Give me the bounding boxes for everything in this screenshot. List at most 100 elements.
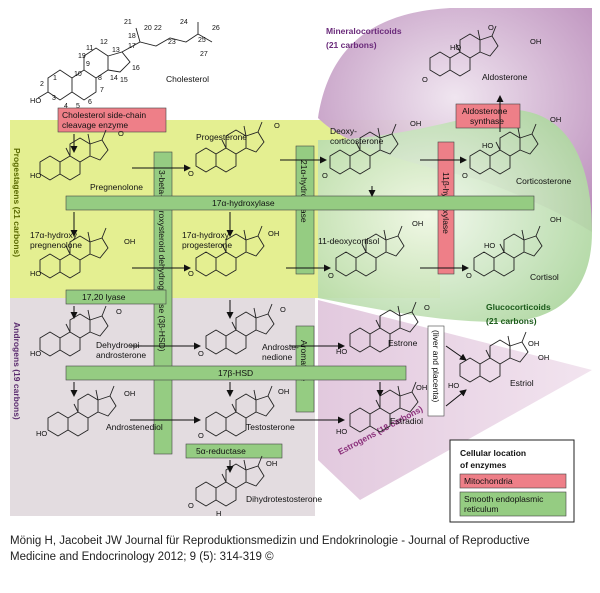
carbon-number: 15	[120, 77, 128, 84]
hsd17b-label: 17β-HSD	[218, 368, 253, 378]
testosterone-label: Testosterone	[246, 422, 295, 432]
estrone-label: Estrone	[388, 338, 418, 348]
corticosterone-label: Corticosterone	[516, 176, 572, 186]
reductase5a-label: 5α-reductase	[196, 446, 246, 456]
androgens-label: Androgens (19 carbons)	[12, 322, 22, 420]
hydroxypregnenolone-hydroxyl-17: OH	[124, 237, 135, 246]
citation-line-1: Mönig H, Jacobeit JW Journal für Reprodu…	[10, 535, 530, 547]
deoxycorticosterone-label-2: corticosterone	[330, 136, 384, 146]
carbon-number: 17	[128, 43, 136, 50]
carbon-number: 23	[168, 39, 176, 46]
progesterone-oxygen-3: O	[188, 169, 194, 178]
aldosterone-synthase-box	[455, 103, 521, 129]
legend-title-1: Cellular location	[460, 448, 526, 458]
dht-hydrogen: H	[216, 509, 221, 518]
hydroxyprogesterone-label-1: 17α-hydroxy	[182, 230, 230, 240]
hydroxylase17-box	[65, 195, 535, 211]
carbon-number: 1	[53, 75, 57, 82]
deoxycortisol-hydroxyl: OH	[412, 219, 423, 228]
carbon-number: 22	[154, 25, 162, 32]
carbon-number: 6	[88, 99, 92, 106]
liver-placenta-box	[427, 325, 445, 417]
cholesterol-label: Cholesterol	[166, 74, 209, 84]
legend: Cellular location of enzymes Mitochondri…	[449, 439, 575, 523]
hydroxyprogesterone-oxygen: O	[188, 269, 194, 278]
scc-enzyme-label-1: Cholesterol side-chain	[62, 110, 146, 120]
androstenedione-label-1: Androste-	[262, 342, 299, 352]
dht-label: Dihydrotestosterone	[246, 494, 322, 504]
scc-enzyme-box	[57, 107, 167, 133]
pregnenolone-oxygen: O	[118, 129, 124, 138]
glucocorticoids-label: Glucocorticoids	[486, 302, 551, 312]
hsd17b-box	[65, 365, 407, 381]
cholesterol-structure: HO	[30, 22, 213, 105]
legend-ser-swatch	[459, 491, 567, 517]
progesterone-oxygen-20: O	[274, 121, 280, 130]
aldosterone-synthase-label-2: synthase	[470, 116, 504, 126]
cortisol-hydroxyl-21: OH	[550, 215, 561, 224]
carbon-number: 3	[52, 95, 56, 102]
carbon-number: 11	[86, 45, 93, 52]
hydroxypregnenolone-label-2: pregnenolone	[30, 240, 82, 250]
glucocorticoids-carbons: (21 carbons)	[486, 316, 537, 326]
aldosterone-synthase-label-1: Aldosterone	[462, 106, 508, 116]
carbon-number: 19	[78, 53, 86, 60]
carbon-number: 20	[144, 25, 152, 32]
pregnenolone-hydroxyl: HO	[30, 171, 41, 180]
estradiol-hydroxyl-3: HO	[336, 427, 347, 436]
dhea-label-2: androsterone	[96, 350, 146, 360]
aldosterone-oxygen: O	[422, 75, 428, 84]
cholesterol-hydroxyl: HO	[30, 96, 41, 105]
estrone-hydroxyl: HO	[336, 347, 347, 356]
liver-placenta-label: (liver and placenta)	[431, 330, 441, 402]
carbon-number: 16	[132, 65, 140, 72]
carbon-number: 2	[40, 81, 44, 88]
estriol-hydroxyl-16: OH	[538, 353, 549, 362]
hydroxyprogesterone-label-2: progesterone	[182, 240, 232, 250]
scc-enzyme-label-2: cleavage enzyme	[62, 120, 128, 130]
mineralocorticoids-label: Mineralocorticoids	[326, 26, 402, 36]
deoxycorticosterone-oxygen: O	[322, 171, 328, 180]
cortisol-hydroxyl-11: HO	[484, 241, 495, 250]
deoxycortisol-oxygen: O	[328, 271, 334, 280]
hydroxyprogesterone-hydroxyl: OH	[268, 229, 279, 238]
androstenedione-label-2: nedione	[262, 352, 293, 362]
carbon-number: 7	[100, 87, 104, 94]
carbon-number: 10	[74, 71, 82, 78]
dhea-label-1: Dehydroepi-	[96, 340, 142, 350]
progestagens-label: Progestagens (21 carbons)	[12, 148, 22, 257]
cholesterol-carbon-numbers: 1 2 3 4 5 6 7 8 9 10 11 12 13 14 15 16 1…	[40, 19, 220, 110]
corticosterone-oxygen: O	[462, 171, 468, 180]
legend-ser-label-1: Smooth endoplasmic	[464, 494, 544, 504]
estriol-hydroxyl-3: HO	[448, 381, 459, 390]
aromatase-label: Aromatase	[299, 340, 309, 381]
aldosterone-hydroxyl: OH	[530, 37, 541, 46]
hsd3b-label: 3-beta-hydroxysteroid dehydrogenase (3β-…	[157, 170, 167, 352]
hydroxylase17-label: 17α-hydroxylase	[212, 198, 275, 208]
reductase5a-box	[185, 443, 283, 459]
corticosterone-hydroxyl-21: OH	[550, 115, 561, 124]
carbon-number: 26	[212, 25, 220, 32]
testosterone-hydroxyl: OH	[278, 387, 289, 396]
legend-mitochondria-label: Mitochondria	[464, 476, 513, 486]
carbon-number: 4	[64, 103, 68, 110]
testosterone-oxygen: O	[198, 431, 204, 440]
estriol-hydroxyl-17: OH	[528, 339, 539, 348]
aldosterone-aldehyde-oxygen: O	[488, 23, 494, 32]
carbon-number: 24	[180, 19, 188, 26]
citation-line-2: Medicine and Endocrinology 2012; 9 (5): …	[10, 551, 274, 563]
legend-title-2: of enzymes	[460, 460, 507, 470]
reaction-arrows	[70, 95, 504, 473]
androstenediol-hydroxyl-17: OH	[124, 389, 135, 398]
carbon-number: 27	[200, 51, 208, 58]
steroidogenesis-diagram: Mineralocorticoids (21 carbons) Progesta…	[10, 8, 592, 523]
aldosterone-hydroxyl-short: HO	[450, 43, 461, 52]
hydroxypregnenolone-label-1: 17α-hydroxy	[30, 230, 78, 240]
carbon-number: 21	[124, 19, 132, 26]
androstenedione-oxygen-17: O	[280, 305, 286, 314]
lyase1720-box	[65, 289, 167, 305]
estradiol-hydroxyl-17: OH	[416, 383, 427, 392]
carbon-number: 13	[112, 47, 120, 54]
androstenedione-oxygen-3: O	[198, 349, 204, 358]
pregnenolone-label: Pregnenolone	[90, 182, 143, 192]
